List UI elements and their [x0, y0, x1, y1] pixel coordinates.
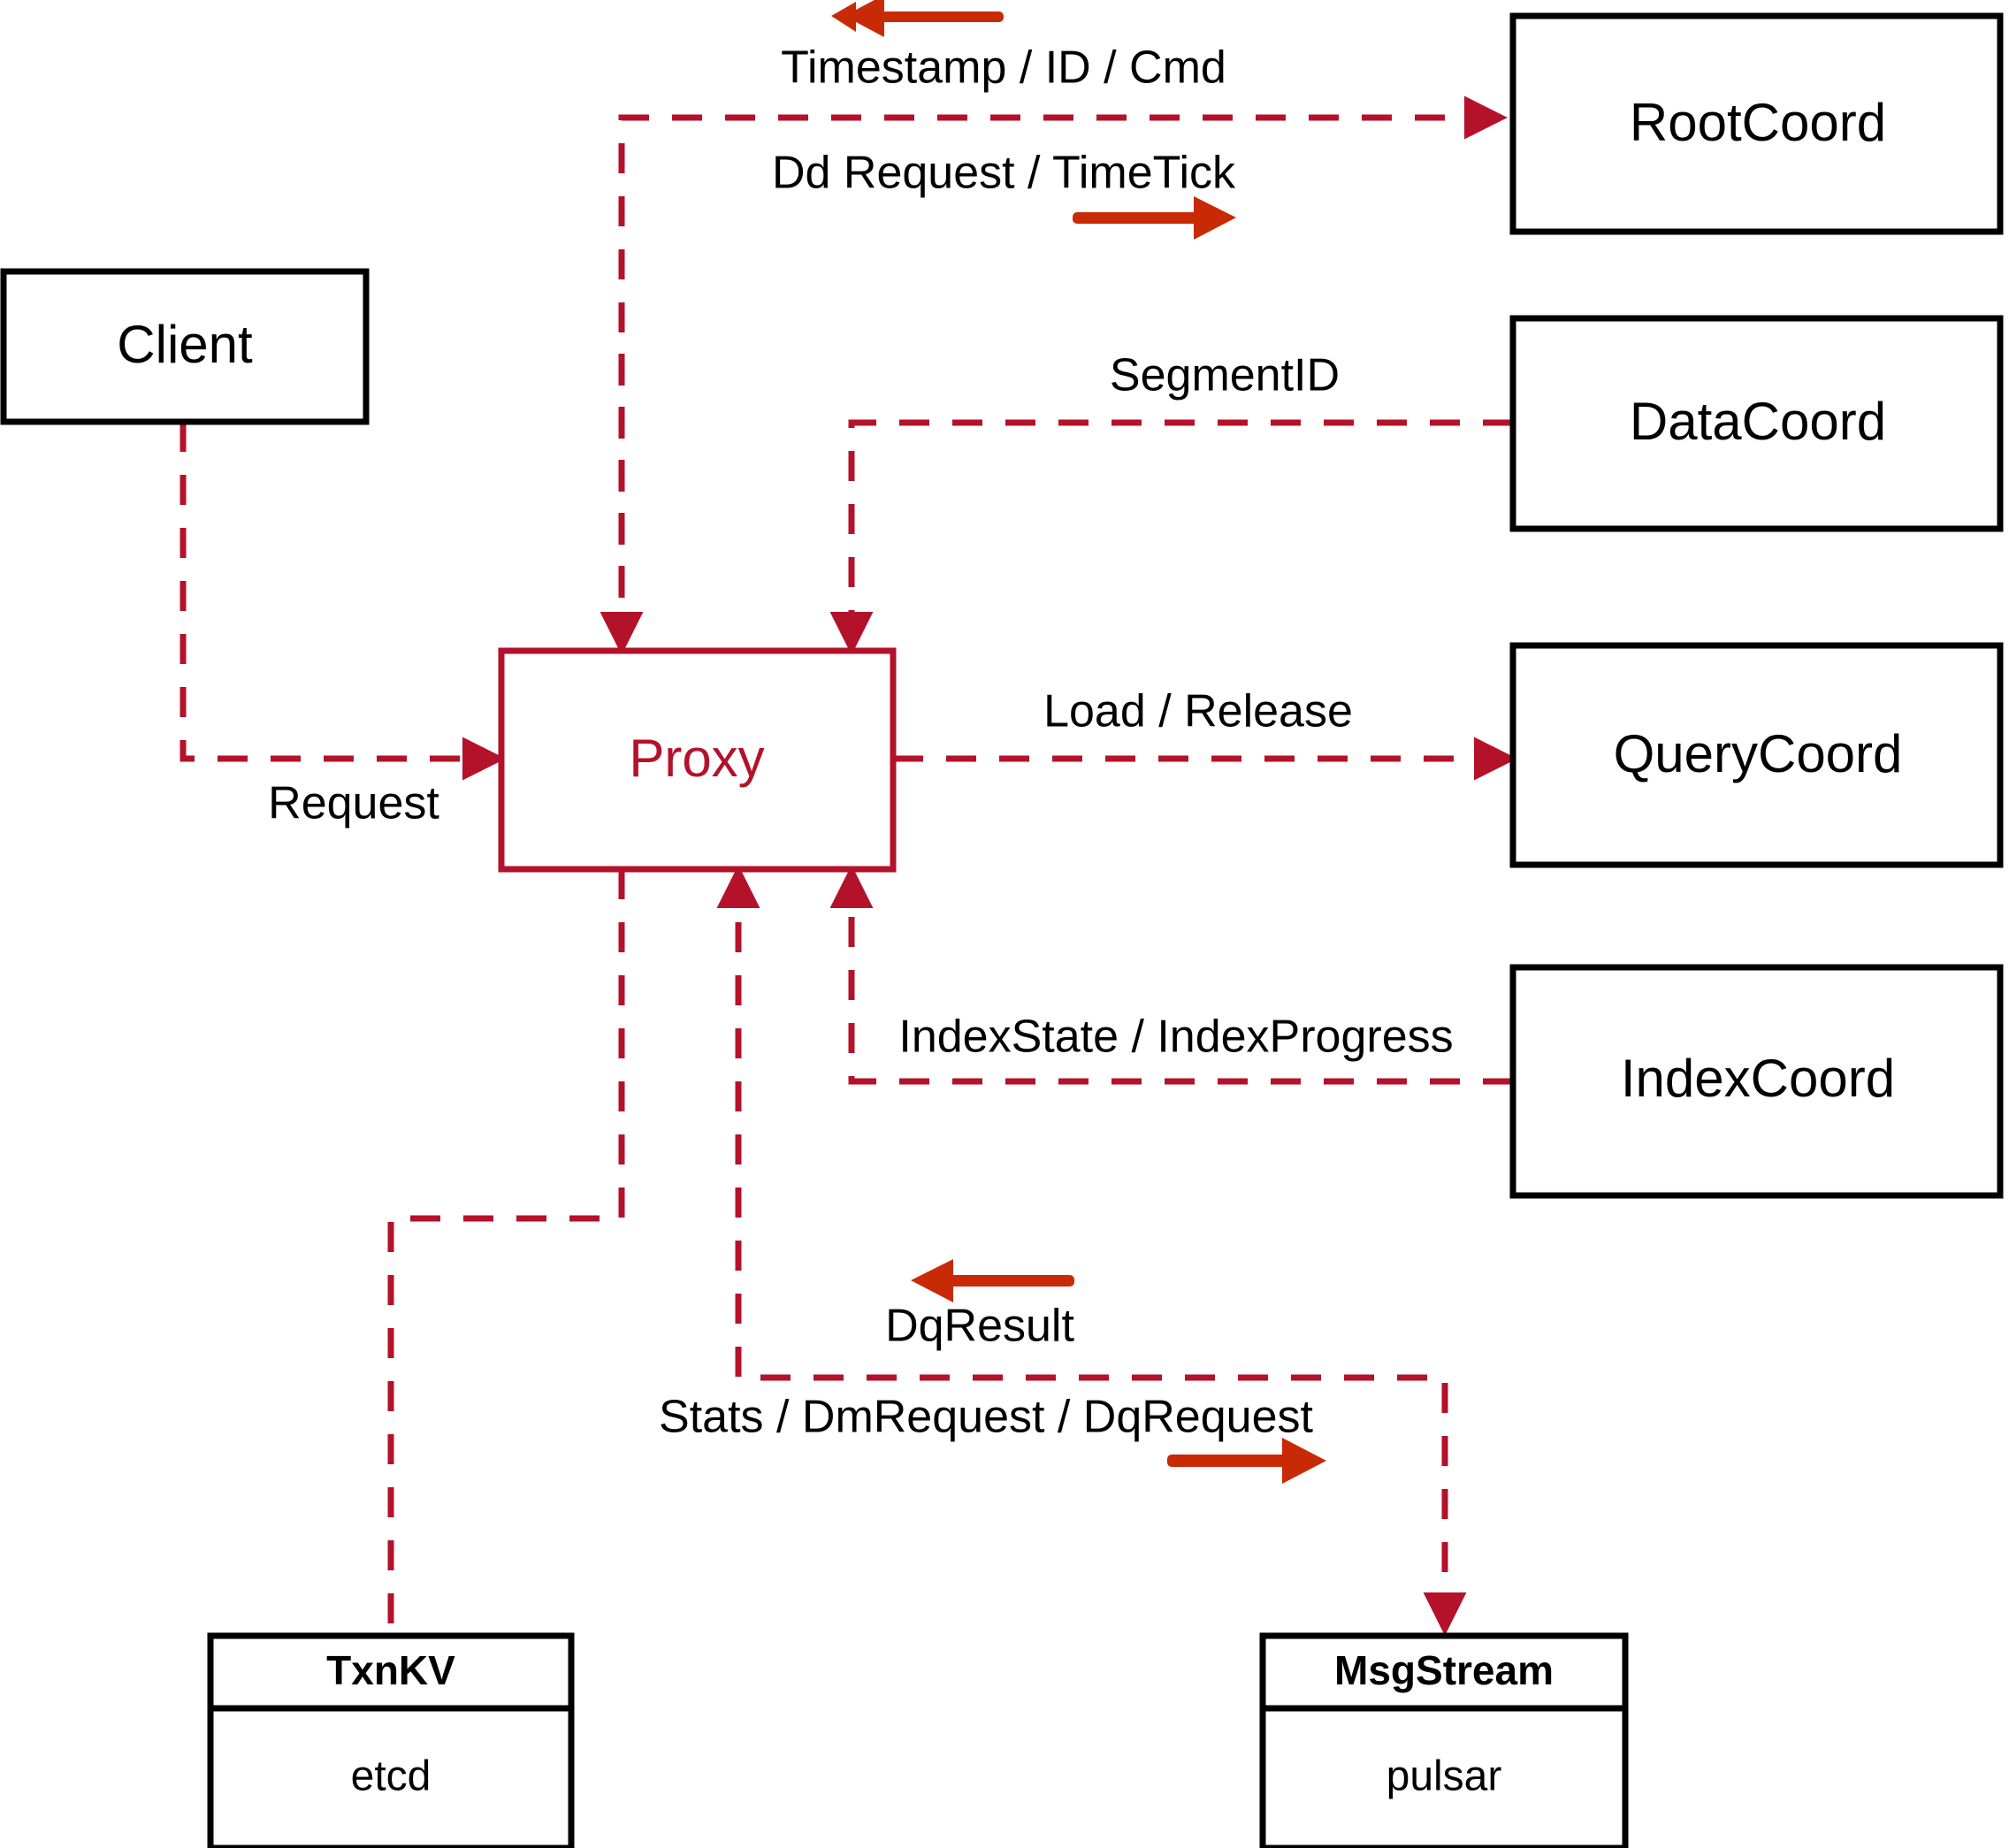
- edge-label-dq-result: DqResult: [885, 1301, 1074, 1352]
- edge-proxy-msgstream: [716, 865, 1467, 1636]
- node-msgstream[interactable]: MsgStream pulsar: [1259, 1632, 1629, 1848]
- node-proxy[interactable]: Proxy: [498, 647, 897, 873]
- node-datacoord-label: DataCoord: [1630, 392, 1886, 451]
- node-client-label: Client: [117, 315, 253, 374]
- node-txnkv-impl: etcd: [351, 1753, 432, 1800]
- node-rootcoord[interactable]: RootCoord: [1509, 12, 2004, 235]
- dq-result-direction-arrow: [911, 1259, 1074, 1302]
- node-indexcoord-label: IndexCoord: [1621, 1049, 1895, 1108]
- edge-datacoord-to-proxy: [829, 419, 1513, 655]
- node-txnkv[interactable]: TxnKV etcd: [207, 1632, 575, 1848]
- timestamp-id-cmd-direction-arrow: [831, 0, 1004, 37]
- edge-label-timestamp-id-cmd: Timestamp / ID / Cmd: [781, 42, 1226, 94]
- node-txnkv-title: TxnKV: [326, 1647, 455, 1693]
- node-indexcoord[interactable]: IndexCoord: [1509, 964, 2004, 1199]
- node-proxy-label: Proxy: [629, 729, 764, 788]
- edge-label-stats-dm-dq-request: Stats / DmRequest / DqRequest: [659, 1392, 1313, 1443]
- edge-label-index-state-progress: IndexState / IndexProgress: [898, 1012, 1453, 1063]
- node-datacoord[interactable]: DataCoord: [1509, 315, 2004, 532]
- edge-proxy-to-txnkv: [387, 869, 625, 1636]
- edge-label-load-release: Load / Release: [1043, 686, 1353, 737]
- stats-dm-dq-request-direction-arrow: [1167, 1438, 1326, 1484]
- edge-label-dd-request-timetick: Dd Request / TimeTick: [772, 148, 1236, 199]
- edge-client-to-proxy: [180, 422, 506, 781]
- node-querycoord[interactable]: QueryCoord: [1509, 642, 2004, 868]
- node-rootcoord-label: RootCoord: [1630, 93, 1886, 152]
- dd-request-timetick-direction-arrow: [1073, 196, 1236, 240]
- node-msgstream-impl: pulsar: [1386, 1753, 1502, 1800]
- node-client[interactable]: Client: [0, 268, 370, 425]
- edge-label-segment-id: SegmentID: [1110, 350, 1340, 401]
- node-msgstream-title: MsgStream: [1334, 1647, 1554, 1693]
- edge-label-request: Request: [268, 778, 439, 829]
- node-querycoord-label: QueryCoord: [1614, 724, 1903, 783]
